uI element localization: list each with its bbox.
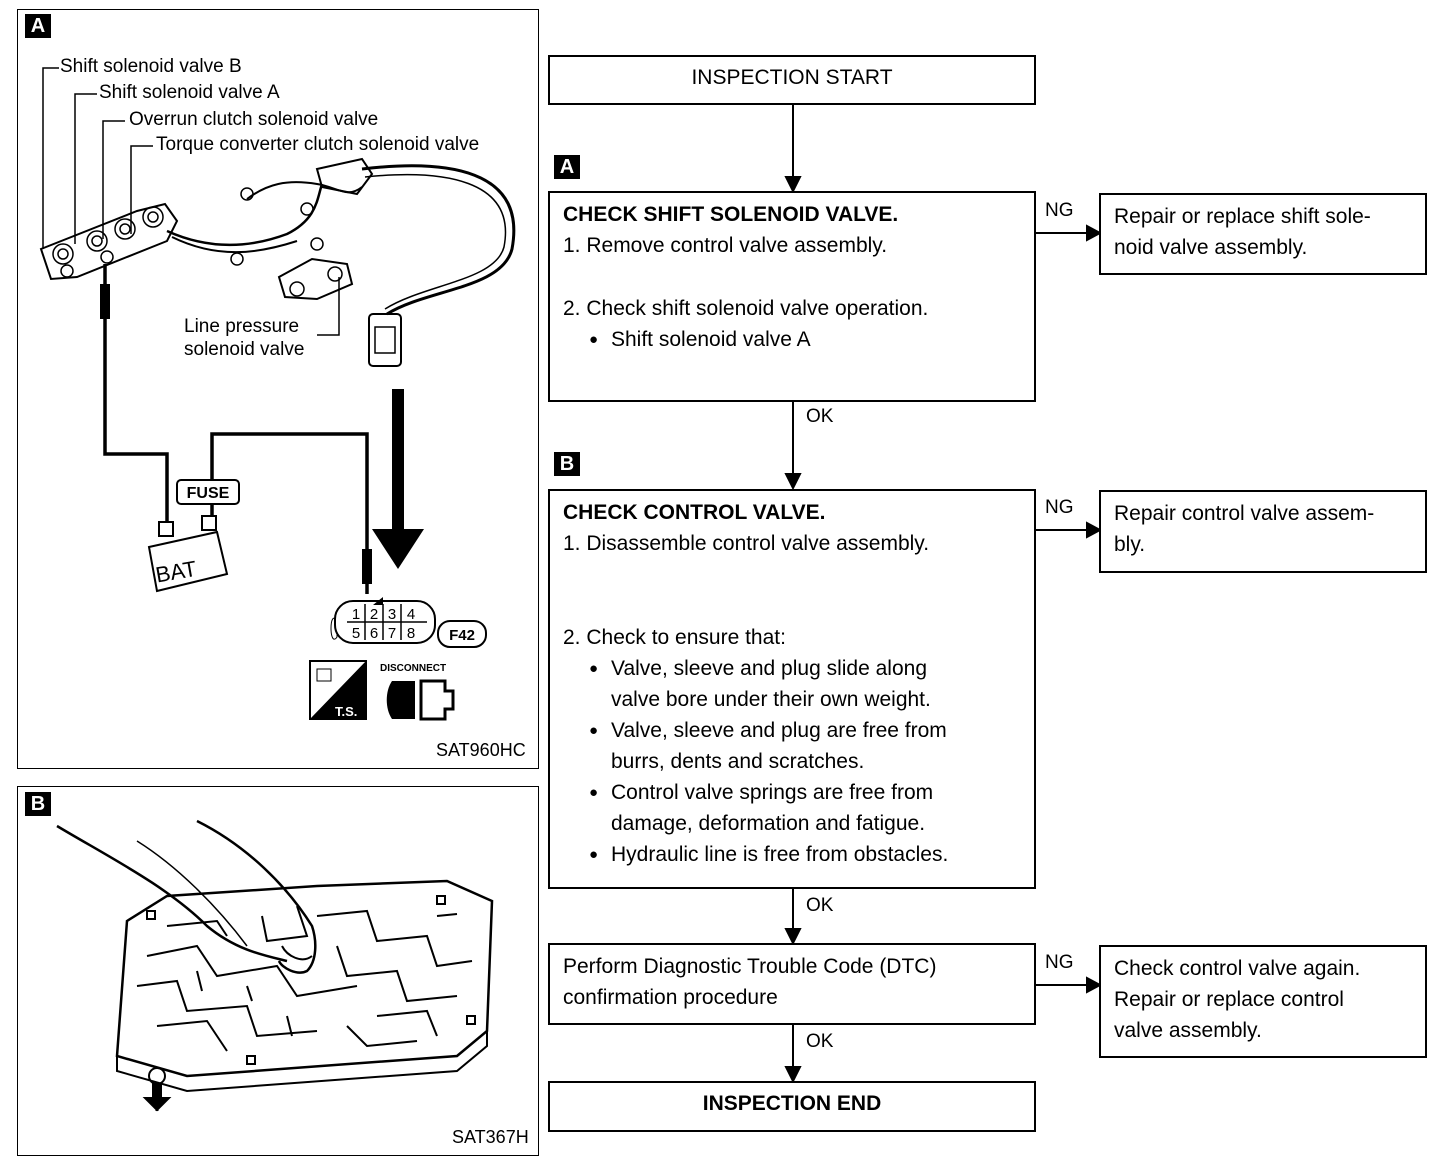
step-a-ng-action-1: Repair or replace shift sole- [1114,205,1371,228]
label-line-pressure-1: Line pressure [184,316,300,337]
control-valve-illustration [56,819,494,1112]
dtc-ng-box: Check control valve again. Repair or rep… [1099,945,1427,1058]
step-b-bullet3a: Control valve springs are free from [563,777,1034,808]
svg-text:7: 7 [388,625,396,642]
dtc-ng-action-3: valve assembly. [1114,1019,1262,1042]
panel-b-badge: B [25,792,51,816]
step-a-ok: OK [806,406,834,427]
step-b-bullet1a: Valve, sleeve and plug slide along [563,653,1034,684]
step-b-ng: NG [1045,497,1074,518]
inspection-end-box: INSPECTION END [548,1081,1036,1132]
dtc-ng: NG [1045,952,1074,973]
dtc-box: Perform Diagnostic Trouble Code (DTC) co… [548,943,1036,1025]
panel-a-code: SAT960HC [436,740,526,760]
step-a-ng-box: Repair or replace shift sole- noid valve… [1099,193,1427,275]
inspection-start-box: INSPECTION START [548,55,1036,105]
dtc-ok: OK [806,1031,834,1052]
inspection-end-text: INSPECTION END [702,1092,882,1115]
step-b-line2: 2. Check to ensure that: [563,626,786,649]
step-b-bullet4: Hydraulic line is free from obstacles. [563,839,1034,870]
step-a-bullet1: Shift solenoid valve A [563,324,1034,355]
step-b-ng-action-2: bly. [1114,533,1146,556]
panel-a-badge: A [25,14,51,38]
svg-text:6: 6 [370,625,378,642]
step-b-bullet3b: damage, deformation and fatigue. [611,812,926,835]
disconnect-label: DISCONNECT [380,663,446,674]
step-b-box: CHECK CONTROL VALVE. 1. Disassemble cont… [548,489,1036,889]
fuse-label: FUSE [187,485,230,502]
svg-text:2: 2 [370,606,378,623]
step-b-bullet2a: Valve, sleeve and plug are free from [563,715,1034,746]
step-b-line1: 1. Disassemble control valve assembly. [563,532,930,555]
solenoid-wiring-illustration: FUSE BAT 1 2 3 4 5 6 7 8 F42 T.S. DISCON… [39,67,516,721]
panel-b-code: SAT367H [452,1127,529,1147]
svg-text:3: 3 [388,606,396,623]
label-shift-a: Shift solenoid valve A [99,82,280,103]
dtc-ng-action-1: Check control valve again. [1114,957,1361,980]
step-a-box: CHECK SHIFT SOLENOID VALVE. 1. Remove co… [548,191,1036,402]
step-a-line2: 2. Check shift solenoid valve operation. [563,297,929,320]
label-torque: Torque converter clutch solenoid valve [156,134,480,155]
inspection-start-text: INSPECTION START [691,66,893,89]
step-b-ng-action-1: Repair control valve assem- [1114,502,1375,525]
step-a-line1: 1. Remove control valve assembly. [563,234,888,257]
svg-text:5: 5 [352,625,360,642]
label-line-pressure-2: solenoid valve [184,339,305,360]
label-overrun: Overrun clutch solenoid valve [129,109,379,130]
step-a-ng-action-2: noid valve assembly. [1114,236,1308,259]
step-a-ng: NG [1045,200,1074,221]
ts-label: T.S. [335,704,357,719]
svg-text:1: 1 [352,606,360,623]
dtc-ng-action-2: Repair or replace control [1114,988,1344,1011]
step-b-bullet1b: valve bore under their own weight. [611,688,931,711]
panel-b-frame [17,786,539,1156]
step-a-title: CHECK SHIFT SOLENOID VALVE. [563,203,899,226]
step-b-ok: OK [806,895,834,916]
step-b-bullet2b: burrs, dents and scratches. [611,750,865,773]
step-b-title: CHECK CONTROL VALVE. [563,501,826,524]
svg-text:8: 8 [407,625,415,642]
connector-id: F42 [449,627,475,644]
label-shift-b: Shift solenoid valve B [60,56,242,77]
step-b-badge: B [554,452,580,476]
svg-text:4: 4 [407,606,415,623]
dtc-line1: Perform Diagnostic Trouble Code (DTC) [563,955,937,978]
step-a-badge: A [554,155,580,179]
dtc-line2: confirmation procedure [563,986,778,1009]
step-b-ng-box: Repair control valve assem- bly. [1099,490,1427,573]
pin-labels: 1 2 3 4 5 6 7 8 [352,606,415,642]
